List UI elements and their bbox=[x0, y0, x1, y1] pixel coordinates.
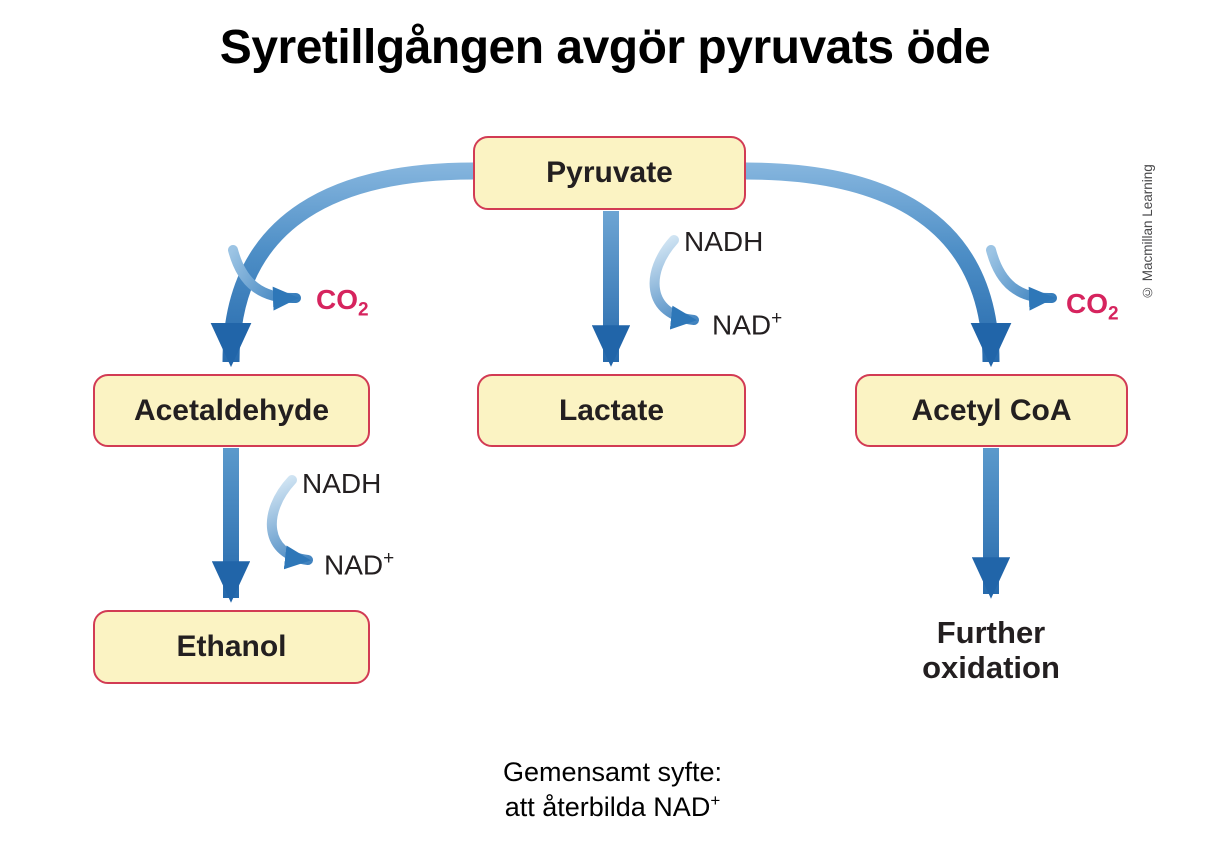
nadh-label-left: NADH bbox=[302, 468, 382, 499]
nad-plus-label-left: NAD+ bbox=[324, 548, 395, 581]
node-lactate: Lactate bbox=[477, 374, 746, 447]
caption-line2: att återbilda NAD+ bbox=[504, 791, 721, 823]
arrow-pyruvate-to-acetylcoa bbox=[745, 162, 1012, 368]
arrow-co2-release-right bbox=[986, 245, 1057, 311]
caption: Gemensamt syfte: att återbilda NAD+ bbox=[0, 755, 1210, 825]
node-ethanol-label: Ethanol bbox=[176, 630, 287, 663]
node-acetaldehyde-label: Acetaldehyde bbox=[133, 393, 330, 427]
node-acetyl-coa: Acetyl CoA bbox=[855, 374, 1128, 447]
co2-label-left: CO2 bbox=[316, 284, 369, 321]
node-ethanol: Ethanol bbox=[93, 610, 370, 684]
caption-line1: Gemensamt syfte: bbox=[502, 757, 723, 787]
co2-label-right: CO2 bbox=[1066, 288, 1119, 325]
node-pyruvate: Pyruvate bbox=[473, 136, 746, 210]
nadh-label-middle: NADH bbox=[684, 226, 764, 257]
node-lactate-label: Lactate bbox=[558, 393, 665, 427]
node-acetyl-coa-label: Acetyl CoA bbox=[911, 393, 1072, 427]
further-oxidation-label: Further oxidation bbox=[922, 615, 1060, 685]
node-pyruvate-label: Pyruvate bbox=[546, 156, 673, 189]
nad-plus-label-middle: NAD+ bbox=[712, 308, 783, 341]
arrow-nadh-to-nad-left bbox=[266, 475, 313, 570]
copyright-credit: © Macmillan Learning bbox=[1140, 164, 1155, 300]
node-acetaldehyde: Acetaldehyde bbox=[93, 374, 370, 447]
arrow-nadh-to-nad-middle bbox=[649, 235, 699, 330]
arrow-co2-release-left bbox=[228, 245, 301, 311]
page-title: Syretillgången avgör pyruvats öde bbox=[219, 21, 991, 74]
arrow-pyruvate-to-acetaldehyde bbox=[210, 162, 474, 368]
